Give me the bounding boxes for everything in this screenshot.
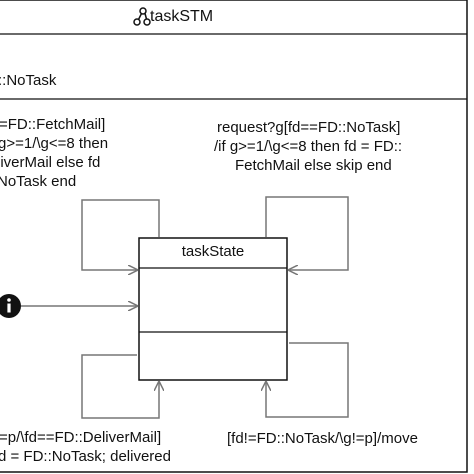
state-title: taskState — [181, 243, 245, 260]
transition-label-line: FetchMail else skip end — [235, 157, 392, 174]
transition-label-line: g>=1/\g<=8 then — [0, 135, 109, 152]
transition-label-line: [fd!=FD::NoTask/\g!=p]/move — [227, 430, 418, 447]
machine-header: taskSTM — [0, 0, 474, 34]
transition-label-line: /if g>=1/\g<=8 then fd = FD:: — [214, 138, 403, 155]
transition-label-line: liverMail else fd — [0, 154, 101, 171]
state-task-state[interactable] — [138, 237, 288, 381]
transition-top-right-arrow — [265, 196, 349, 270]
transition-bottom-left-arrow — [81, 354, 159, 419]
transition-label-line: d = FD::NoTask; delivered — [0, 448, 171, 465]
transition-label-line: =p/\fd==FD::DeliverMail] — [0, 429, 162, 446]
state-machine-icon — [133, 7, 151, 26]
transition-bottom-right-arrow — [266, 342, 349, 418]
info-initial-icon — [0, 294, 21, 318]
machine-variable: ::NoTask — [0, 72, 57, 89]
transition-top-left-arrow — [81, 199, 160, 270]
transition-label-line: NoTask end — [0, 173, 77, 190]
machine-title: taskSTM — [150, 8, 214, 25]
transition-label-line: request?g[fd==FD::NoTask] — [217, 119, 401, 136]
transition-label-line: =FD::FetchMail] — [0, 116, 106, 133]
